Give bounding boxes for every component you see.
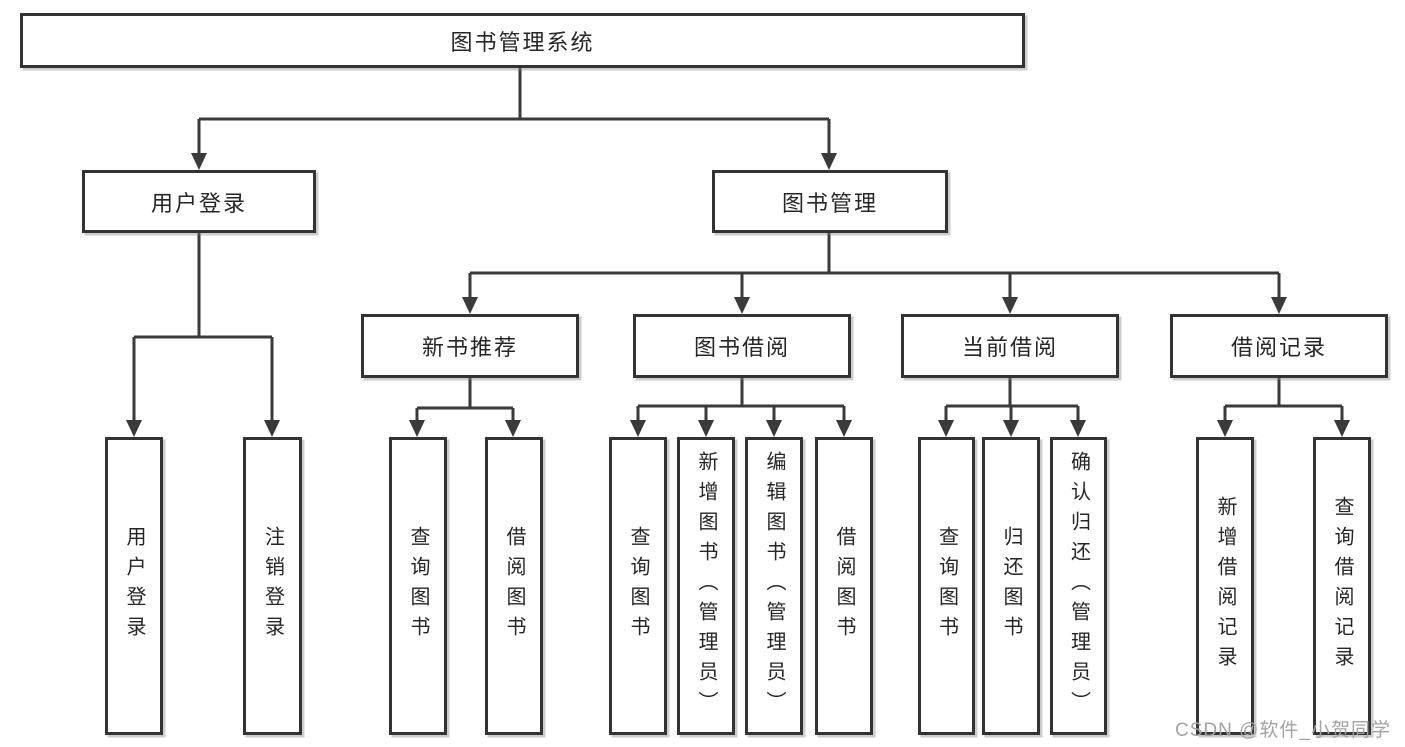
leaf-user-login: 用户登录: [105, 437, 163, 735]
leaf-logout-label: 注销登录: [261, 526, 284, 646]
leaf-return-books-label: 归还图书: [1000, 526, 1022, 646]
node-book-management: 图书管理: [712, 170, 948, 233]
leaf-query-books-current-label: 查询图书: [935, 526, 958, 646]
leaf-borrow-books-recommend: 借阅图书: [485, 437, 543, 735]
arrowheads: [126, 153, 1350, 437]
leaf-logout: 注销登录: [243, 437, 302, 735]
leaf-borrow-books-borrowing-label: 借阅图书: [833, 526, 855, 646]
node-new-book-recommendation-label: 新书推荐: [421, 335, 518, 360]
leaf-confirm-return-admin-label: 确认归还（管理员）: [1067, 451, 1090, 721]
node-root-label: 图书管理系统: [450, 29, 595, 55]
node-current-borrowing-label: 当前借阅: [961, 335, 1058, 360]
leaf-add-borrow-record: 新增借阅记录: [1196, 437, 1254, 735]
leaf-query-books-recommend: 查询图书: [389, 437, 447, 735]
node-root: 图书管理系统: [20, 13, 1025, 68]
leaf-query-books-recommend-label: 查询图书: [407, 526, 429, 646]
node-book-borrowing: 图书借阅: [633, 314, 851, 378]
node-user-login-label: 用户登录: [150, 190, 247, 216]
leaf-user-login-label: 用户登录: [123, 526, 145, 646]
leaf-query-books-current: 查询图书: [918, 437, 975, 735]
leaf-return-books: 归还图书: [982, 437, 1040, 735]
node-borrowing-records-label: 借阅记录: [1230, 335, 1327, 360]
node-new-book-recommendation: 新书推荐: [361, 314, 579, 378]
leaf-borrow-books-recommend-label: 借阅图书: [503, 526, 525, 646]
node-current-borrowing: 当前借阅: [901, 314, 1119, 378]
leaf-borrow-books-borrowing: 借阅图书: [815, 437, 873, 735]
node-borrowing-records: 借阅记录: [1170, 314, 1388, 378]
csdn-watermark: CSDN @软件_小贺同学: [1175, 720, 1391, 741]
leaf-edit-books-admin: 编辑图书（管理员）: [745, 437, 803, 735]
leaf-edit-books-admin-label: 编辑图书（管理员）: [763, 451, 785, 721]
leaf-add-borrow-record-label: 新增借阅记录: [1214, 496, 1236, 676]
node-book-borrowing-label: 图书借阅: [693, 335, 790, 360]
leaf-query-books-borrowing-label: 查询图书: [627, 526, 649, 646]
node-book-management-label: 图书管理: [781, 190, 878, 216]
leaf-confirm-return-admin: 确认归还（管理员）: [1050, 437, 1107, 735]
leaf-query-borrow-record: 查询借阅记录: [1313, 437, 1371, 735]
node-user-login: 用户登录: [82, 170, 316, 233]
leaf-query-borrow-record-label: 查询借阅记录: [1331, 496, 1353, 676]
leaf-query-books-borrowing: 查询图书: [609, 437, 667, 735]
leaf-add-books-admin-label: 新增图书（管理员）: [695, 451, 717, 721]
leaf-add-books-admin: 新增图书（管理员）: [677, 437, 735, 735]
